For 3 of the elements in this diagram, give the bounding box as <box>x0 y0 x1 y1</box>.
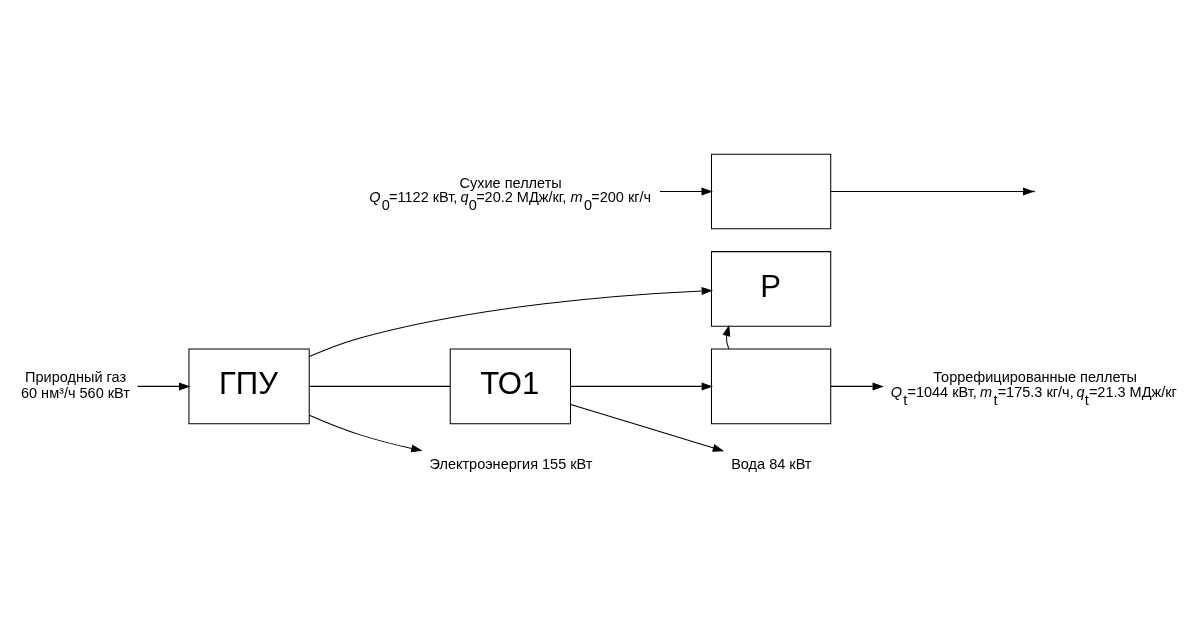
node-text: Природный газ 60 нм³/ч 560 кВт <box>20 368 130 401</box>
node-text: Вода 84 кВт <box>731 455 812 472</box>
node-text: Электроэнергия 155 кВт <box>429 455 593 472</box>
